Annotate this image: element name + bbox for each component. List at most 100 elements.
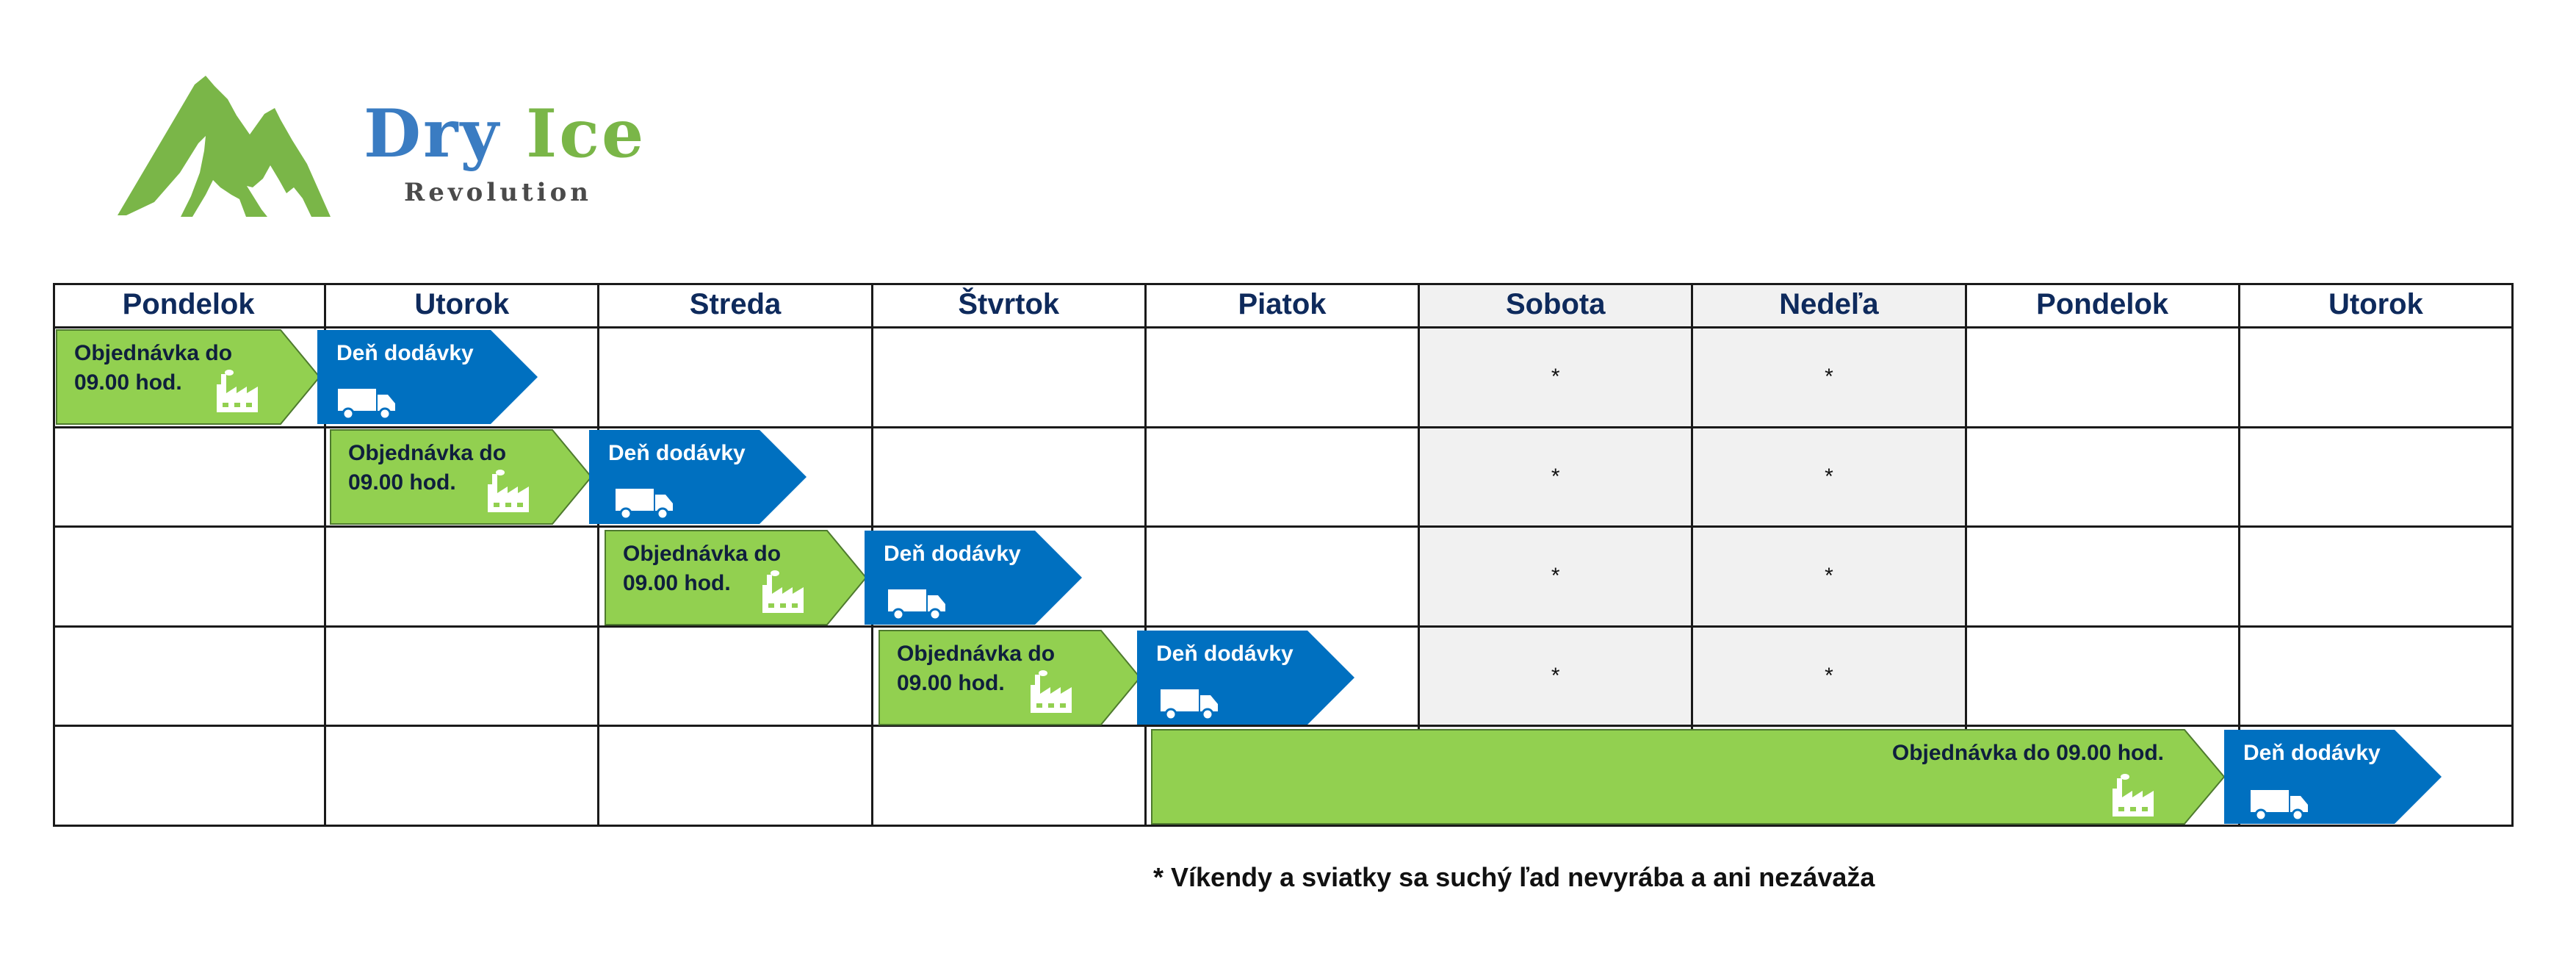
table-cell — [53, 627, 327, 728]
factory-icon — [2113, 774, 2154, 816]
table-cell — [873, 528, 1147, 628]
day-header: Utorok — [414, 288, 510, 320]
factory-icon — [762, 570, 804, 613]
weekend-marker: * — [1551, 664, 1560, 689]
table-cell — [599, 627, 873, 728]
order-deadline-arrow: Objednávka do 09.00 hod. — [56, 329, 321, 425]
header-cell-2: Streda — [599, 283, 873, 329]
header-cell-1: Utorok — [326, 283, 600, 329]
weekend-marker: * — [1825, 664, 1833, 689]
weekend-cell: * — [1420, 428, 1694, 528]
table-cell — [1146, 428, 1421, 528]
dry-ice-logo: Dry Ice Revolution — [110, 70, 643, 228]
delivery-schedule-table: Pondelok Utorok Streda Štvrtok Piatok So… — [53, 283, 2514, 827]
day-header: Sobota — [1505, 288, 1606, 320]
table-cell — [326, 627, 600, 728]
table-cell — [53, 727, 327, 827]
header-cell-5: Sobota — [1420, 283, 1694, 329]
table-cell — [599, 329, 873, 428]
mountain-logo-icon — [118, 76, 331, 217]
delivery-day-arrow: Deň dodávky — [589, 430, 807, 524]
day-header: Nedeľa — [1779, 288, 1879, 320]
table-cell — [326, 727, 600, 827]
order-label-line1: Objednávka do — [74, 341, 233, 365]
truck-icon — [616, 489, 673, 520]
table-cell — [2240, 329, 2514, 428]
weekend-cell: * — [1420, 528, 1694, 628]
delivery-day-arrow: Deň dodávky — [1137, 631, 1354, 725]
header-cell-4: Piatok — [1146, 283, 1421, 329]
weekend-cell: * — [1420, 329, 1694, 428]
day-header: Piatok — [1238, 288, 1327, 320]
delivery-day-arrow: Deň dodávky — [317, 330, 538, 424]
weekend-cell: * — [1693, 528, 1967, 628]
table-cell — [1146, 329, 1421, 428]
weekend-marker: * — [1825, 564, 1833, 589]
table-cell — [1966, 627, 2240, 728]
table-cell — [1966, 329, 2240, 428]
weekend-cell: * — [1693, 329, 1967, 428]
table-cell — [873, 428, 1147, 528]
truck-icon — [1161, 689, 1218, 720]
table-cell — [53, 528, 327, 628]
table-cell — [873, 727, 1147, 827]
weekend-marker: * — [1825, 365, 1833, 390]
table-cell — [326, 329, 600, 428]
header-cell-8: Utorok — [2240, 283, 2514, 329]
weekend-cell: * — [1693, 627, 1967, 728]
day-header: Streda — [689, 288, 782, 320]
truck-icon — [338, 389, 395, 420]
table-cell — [2240, 627, 2514, 728]
weekend-footnote: * Víkendy a sviatky sa suchý ľad nevyráb… — [1153, 862, 1875, 892]
order-label-line2: 09.00 hod. — [897, 671, 1005, 695]
table-cell — [873, 329, 1147, 428]
table-cell — [326, 528, 600, 628]
weekend-cell: * — [1420, 627, 1694, 728]
day-header: Pondelok — [122, 288, 255, 320]
factory-icon — [1031, 670, 1072, 713]
order-label-line2: 09.00 hod. — [623, 571, 731, 595]
order-deadline-arrow: Objednávka do 09.00 hod. — [605, 530, 867, 625]
delivery-label: Deň dodávky — [608, 441, 746, 465]
delivery-label: Deň dodávky — [2243, 741, 2381, 765]
weekend-marker: * — [1551, 564, 1560, 589]
delivery-label: Deň dodávky — [1156, 642, 1294, 666]
table-cell — [599, 428, 873, 528]
delivery-label: Deň dodávky — [884, 542, 1021, 566]
weekend-marker: * — [1551, 464, 1560, 489]
order-deadline-arrow: Objednávka do 09.00 hod. — [878, 630, 1141, 725]
delivery-label: Deň dodávky — [336, 341, 474, 365]
header-cell-7: Pondelok — [1966, 283, 2240, 329]
table-cell — [1966, 528, 2240, 628]
factory-icon — [488, 470, 529, 512]
table-cell — [1966, 428, 2240, 528]
delivery-day-arrow: Deň dodávky — [2224, 730, 2442, 824]
table-cell — [53, 428, 327, 528]
order-label-line2: 09.00 hod. — [74, 370, 182, 395]
order-label-line1: Objednávka do — [348, 441, 507, 465]
truck-icon — [888, 589, 945, 620]
weekend-marker: * — [1825, 464, 1833, 489]
table-cell — [1146, 528, 1421, 628]
logo-subtitle: Revolution — [404, 178, 592, 207]
order-label-line1: Objednávka do — [623, 542, 782, 566]
weekend-marker: * — [1551, 365, 1560, 390]
factory-icon — [217, 370, 258, 412]
order-deadline-arrow-long: Objednávka do 09.00 hod. — [1151, 729, 2226, 825]
header-cell-3: Štvrtok — [873, 283, 1147, 329]
day-header: Utorok — [2328, 288, 2423, 320]
table-cell — [1146, 627, 1421, 728]
table-cell — [2240, 528, 2514, 628]
order-label: Objednávka do 09.00 hod. — [1891, 741, 2164, 765]
table-cell — [2240, 428, 2514, 528]
day-header: Pondelok — [2036, 288, 2169, 320]
order-label-line1: Objednávka do — [897, 642, 1056, 666]
header-cell-0: Pondelok — [53, 283, 327, 329]
header-cell-6: Nedeľa — [1693, 283, 1967, 329]
truck-icon — [2251, 790, 2308, 821]
weekend-cell: * — [1693, 428, 1967, 528]
delivery-day-arrow: Deň dodávky — [865, 531, 1082, 625]
table-cell — [599, 727, 873, 827]
logo-title: Dry Ice — [364, 101, 646, 167]
logo-title-ice: Ice — [526, 95, 646, 173]
